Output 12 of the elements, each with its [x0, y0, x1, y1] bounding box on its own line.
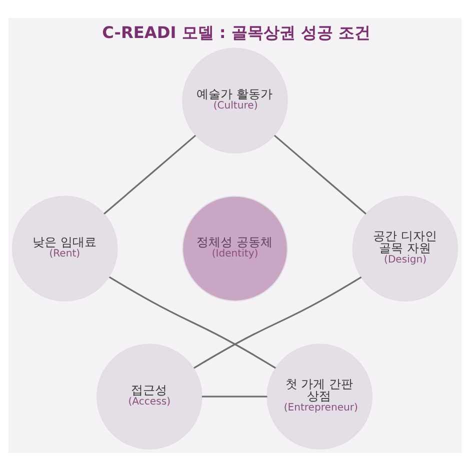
connector	[194, 276, 362, 368]
connector	[108, 276, 276, 368]
connector	[202, 395, 268, 397]
node-circle: 예술가 활동가 (Culture)	[182, 47, 288, 153]
node-circle: 접근성 (Access)	[96, 343, 202, 449]
connector	[104, 134, 196, 214]
node-circle: 첫 가게 간판 상점 (Entrepreneur)	[266, 343, 372, 449]
node-circle: 정체성 공동체 (Identity)	[182, 195, 288, 301]
connector	[274, 134, 366, 214]
node-circle: 공간 디자인 골목 자원 (Design)	[352, 195, 458, 301]
diagram-title: C-READI 모델 : 골목상권 성공 조건	[102, 22, 371, 42]
node-circle: 낮은 임대료 (Rent)	[12, 195, 118, 301]
